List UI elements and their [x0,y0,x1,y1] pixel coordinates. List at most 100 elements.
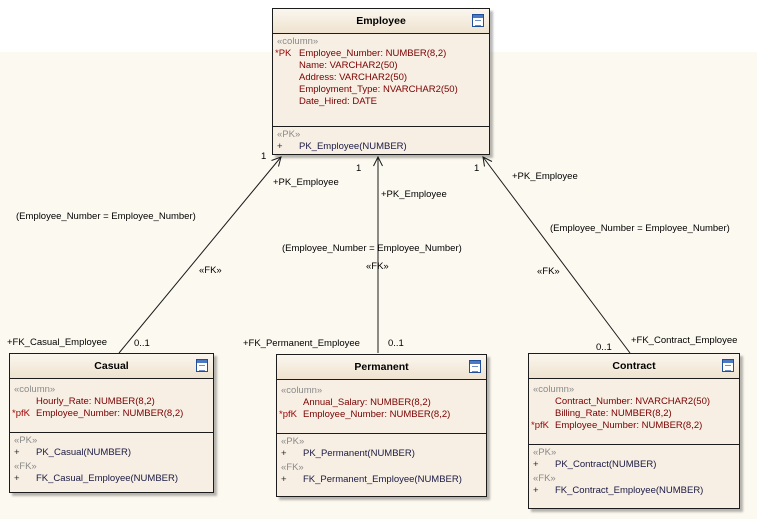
table-title: Contract [612,360,656,372]
permanent-arrowhead [373,155,383,167]
operation-row[interactable]: + FK_Permanent_Employee(NUMBER) [277,474,486,486]
column-row[interactable]: *PK Employee_Number: NUMBER(8,2) [273,48,489,60]
column-definition: Date_Hired: DATE [299,96,377,107]
visibility-marker: + [14,473,20,484]
table-title: Permanent [354,361,409,373]
casual-table[interactable]: Casual «column» Hourly_Rate: NUMBER(8,2)… [9,353,214,493]
column-key-tag: *PK [275,48,292,59]
columns-section: «column» Contract_Number: NVARCHAR2(50) … [529,379,739,445]
visibility-marker: + [277,141,283,152]
contract-join-condition: (Employee_Number = Employee_Number) [550,223,730,234]
casual-target-multiplicity: 1 [261,151,267,162]
columns-section: «column» Annual_Salary: NUMBER(8,2) *pfK… [277,380,486,434]
operation-signature: FK_Permanent_Employee(NUMBER) [303,474,462,485]
operation-row[interactable]: + FK_Contract_Employee(NUMBER) [529,485,739,497]
visibility-marker: + [281,448,287,459]
permanent-source-role: +FK_Permanent_Employee [243,338,360,349]
contract-source-role: +FK_Contract_Employee [631,335,738,346]
column-key-tag: *pfK [279,409,297,420]
contract-arrowhead [482,156,493,167]
table-header: Casual [10,354,213,379]
column-row[interactable]: Billing_Rate: NUMBER(8,2) [529,408,739,420]
column-row[interactable]: Annual_Salary: NUMBER(8,2) [277,397,486,409]
column-definition: Name: VARCHAR2(50) [299,60,398,71]
operation-row[interactable]: + PK_Contract(NUMBER) [529,459,739,471]
operation-row[interactable]: + PK_Employee(NUMBER) [273,141,489,153]
column-stereotype: «column» [281,385,323,396]
column-definition: Employee_Number: NUMBER(8,2) [299,48,447,59]
table-header: Employee [273,9,489,34]
table-icon [469,360,481,373]
contract-connector [482,156,631,354]
visibility-marker: + [533,485,539,496]
column-row[interactable]: Name: VARCHAR2(50) [273,60,489,72]
column-row[interactable]: *pfK Employee_Number: NUMBER(8,2) [277,409,486,421]
operation-row[interactable]: + PK_Casual(NUMBER) [10,447,213,459]
casual-source-role: +FK_Casual_Employee [7,337,108,348]
contract-fk-stereotype: «FK» [537,266,560,277]
operation-signature: PK_Employee(NUMBER) [299,141,407,152]
casual-join-condition: (Employee_Number = Employee_Number) [16,211,196,222]
table-icon [472,14,484,27]
contract-target-role: +PK_Employee [512,171,578,182]
table-icon [722,359,734,372]
operation-signature: PK_Casual(NUMBER) [36,447,132,458]
columns-section: «column» *PK Employee_Number: NUMBER(8,2)… [273,34,489,127]
employee-table[interactable]: Employee «column» *PK Employee_Number: NU… [272,8,490,155]
table-icon [196,359,208,372]
column-row[interactable]: Employment_Type: NVARCHAR2(50) [273,84,489,96]
operation-stereotype: «FK» [533,473,556,484]
column-row[interactable]: Hourly_Rate: NUMBER(8,2) [10,396,213,408]
casual-connector [118,156,282,354]
operation-stereotype: «FK» [281,462,304,473]
table-header: Permanent [277,355,486,380]
visibility-marker: + [281,474,287,485]
visibility-marker: + [533,459,539,470]
operations-section: «PK» + PK_Contract(NUMBER) «FK» + FK_Contr… [529,445,739,500]
column-row[interactable]: Address: VARCHAR2(50) [273,72,489,84]
contract-target-multiplicity: 1 [474,163,480,174]
column-row[interactable]: Date_Hired: DATE [273,96,489,108]
table-header: Contract [529,354,739,379]
operation-signature: PK_Permanent(NUMBER) [303,448,415,459]
column-row[interactable]: Contract_Number: NVARCHAR2(50) [529,396,739,408]
permanent-target-multiplicity: 1 [356,163,362,174]
operation-row[interactable]: + FK_Casual_Employee(NUMBER) [10,473,213,485]
operation-stereotype: «PK» [14,435,38,446]
table-title: Employee [356,15,406,27]
operations-section: «PK» + PK_Employee(NUMBER) [273,127,489,156]
column-key-tag: *pfK [531,420,549,431]
column-stereotype: «column» [277,36,319,47]
casual-fk-stereotype: «FK» [199,265,222,276]
operation-row[interactable]: + PK_Permanent(NUMBER) [277,448,486,460]
casual-target-role: +PK_Employee [273,177,339,188]
operation-signature: FK_Casual_Employee(NUMBER) [36,473,179,484]
contract-table[interactable]: Contract «column» Contract_Number: NVARC… [528,353,740,509]
column-stereotype: «column» [14,384,56,395]
operations-section: «PK» + PK_Permanent(NUMBER) «FK» + FK_Perm… [277,434,486,489]
operation-stereotype: «PK» [277,129,301,140]
column-definition: Hourly_Rate: NUMBER(8,2) [36,396,155,407]
column-definition: Annual_Salary: NUMBER(8,2) [303,397,431,408]
column-definition: Employment_Type: NVARCHAR2(50) [299,84,458,95]
operation-stereotype: «PK» [533,447,557,458]
column-definition: Billing_Rate: NUMBER(8,2) [555,408,672,419]
table-title: Casual [94,360,129,372]
permanent-target-role: +PK_Employee [381,189,447,200]
contract-source-multiplicity: 0..1 [596,342,612,353]
permanent-table[interactable]: Permanent «column» Annual_Salary: NUMBER… [276,354,487,497]
column-definition: Contract_Number: NVARCHAR2(50) [555,396,711,407]
operation-signature: FK_Contract_Employee(NUMBER) [555,485,704,496]
permanent-fk-stereotype: «FK» [366,261,389,272]
permanent-join-condition: (Employee_Number = Employee_Number) [282,243,462,254]
operation-signature: PK_Contract(NUMBER) [555,459,657,470]
operation-stereotype: «PK» [281,436,305,447]
column-key-tag: *pfK [12,408,30,419]
casual-arrowhead [271,156,282,167]
visibility-marker: + [14,447,20,458]
column-definition: Employee_Number: NUMBER(8,2) [303,409,451,420]
